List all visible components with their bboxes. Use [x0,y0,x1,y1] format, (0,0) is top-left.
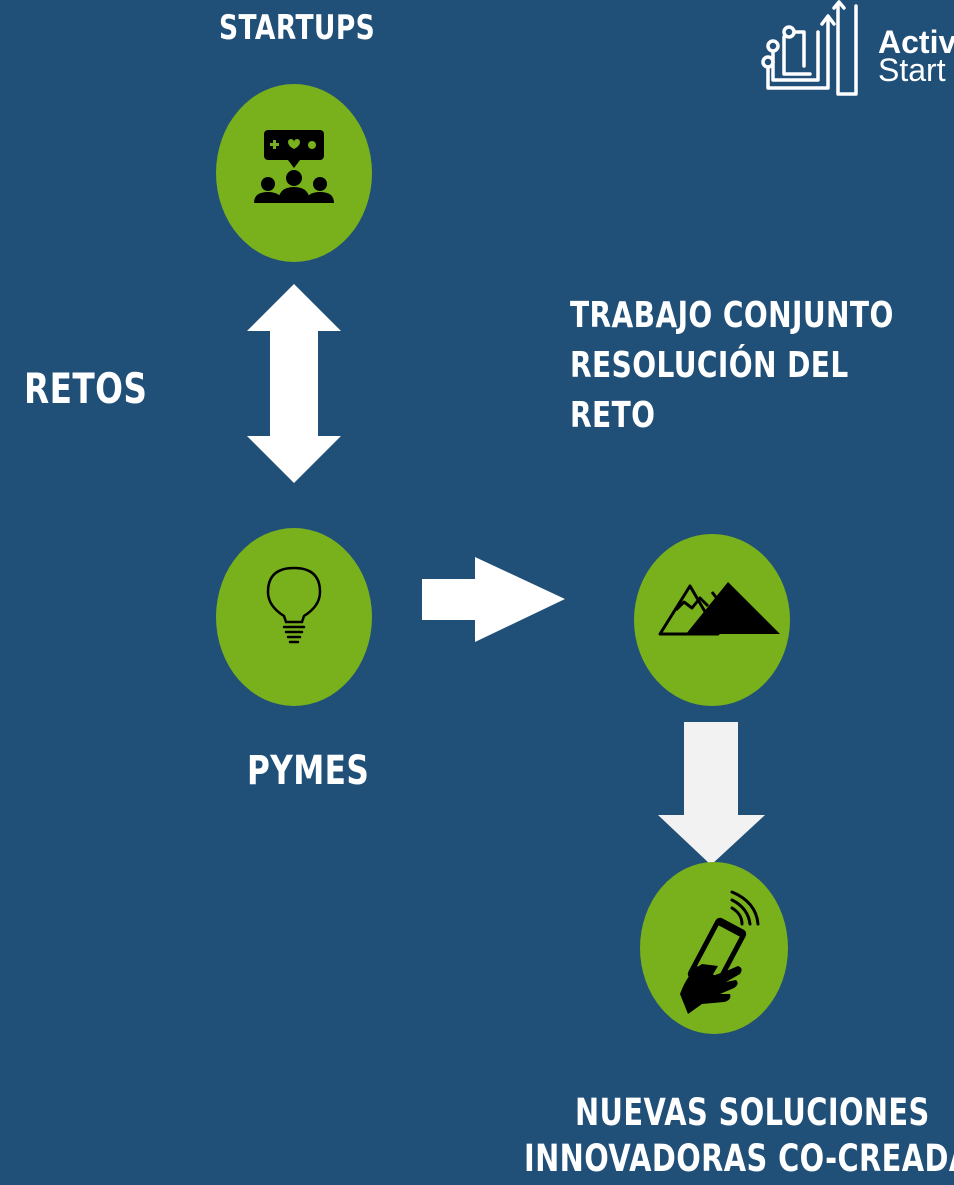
double-arrow-vertical [247,284,341,483]
pymes-node [216,528,372,706]
nuevas-label-line1: NUEVAS SOLUCIONES [575,1091,930,1134]
mountain-icon [658,582,780,636]
lightbulb-icon [266,566,322,644]
solutions-node [640,862,788,1034]
startups-node [216,84,372,262]
logo-text-line1: Activ [878,24,954,60]
trabajo-label-line2: RESOLUCIÓN DEL [570,345,849,386]
startups-label: STARTUPS [219,8,376,48]
group-feedback-icon [254,130,334,203]
pymes-label: PYMES [247,748,370,794]
nuevas-label-line2: INNOVADORAS CO-CREADAS [524,1137,954,1180]
arrow-right [422,557,565,642]
arrow-down [658,722,765,865]
trabajo-label-line1: TRABAJO CONJUNTO [570,295,894,336]
growth-chart-logo-icon [761,0,858,96]
trabajo-label-line3: RETO [570,395,656,436]
reto-node [634,534,790,706]
logo-text-line2: Start [878,52,946,88]
retos-label: RETOS [24,364,148,413]
smartphone-hand-icon [680,890,760,1014]
logo: Activ Start [760,0,954,102]
